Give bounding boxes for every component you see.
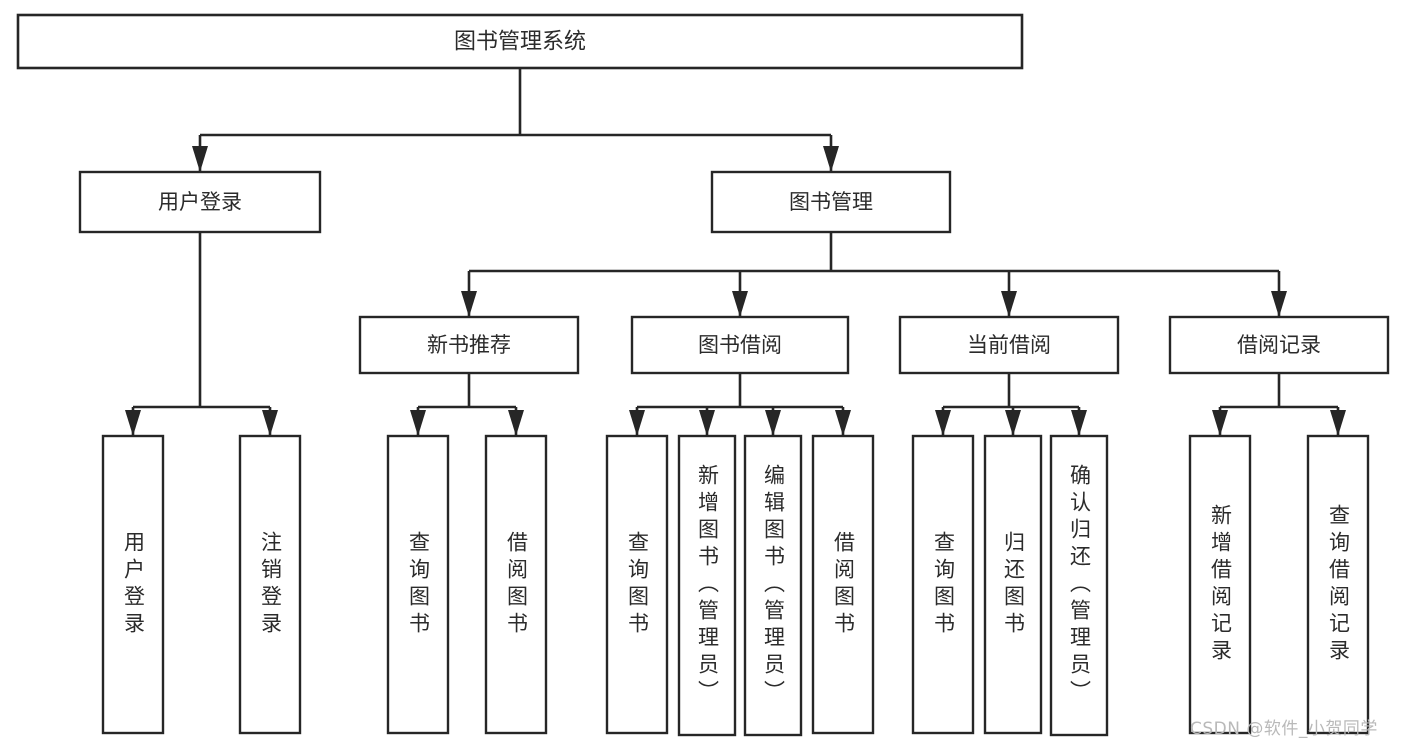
connector-arrowhead: [1071, 410, 1087, 436]
leaf-node-11-rect[interactable]: [1188, 434, 1252, 735]
root-node-rect[interactable]: [16, 13, 1024, 70]
level3-node-1-rect[interactable]: [630, 315, 850, 375]
level3-node-2[interactable]: 当前借阅: [898, 315, 1120, 375]
level3-node-2-rect[interactable]: [898, 315, 1120, 375]
leaf-node-7[interactable]: [811, 434, 875, 735]
connector-arrowhead: [823, 146, 839, 172]
connector-arrowhead: [262, 410, 278, 436]
leaf-node-0-rect[interactable]: [101, 434, 165, 735]
connector-arrowhead: [1271, 291, 1287, 317]
connector-arrowhead: [935, 410, 951, 436]
leaf-node-9[interactable]: [983, 434, 1043, 735]
leaf-node-11[interactable]: [1188, 434, 1252, 735]
leaf-node-12-rect[interactable]: [1306, 434, 1370, 735]
leaf-node-4-rect[interactable]: [605, 434, 669, 735]
connector-arrowhead: [410, 410, 426, 436]
leaf-node-9-rect[interactable]: [983, 434, 1043, 735]
connector-arrowhead: [508, 410, 524, 436]
level2-node-0-rect[interactable]: [78, 170, 322, 234]
leaf-node-10[interactable]: [1049, 434, 1109, 737]
leaf-node-5[interactable]: [677, 434, 737, 737]
level3-node-0-rect[interactable]: [358, 315, 580, 375]
root-node[interactable]: 图书管理系统: [16, 13, 1024, 70]
leaf-node-10-rect[interactable]: [1049, 434, 1109, 737]
level2-node-0[interactable]: 用户登录: [78, 170, 322, 234]
connector-arrowhead: [765, 410, 781, 436]
leaf-node-2-rect[interactable]: [386, 434, 450, 735]
root-node-label: 图书管理系统: [454, 30, 586, 55]
level3-node-label-3: 借阅记录: [1237, 333, 1321, 357]
level2-node-label-0: 用户登录: [158, 190, 242, 214]
leaf-node-1-rect[interactable]: [238, 434, 302, 735]
leaf-node-8-rect[interactable]: [911, 434, 975, 735]
leaf-node-4[interactable]: [605, 434, 669, 735]
leaf-node-3[interactable]: [484, 434, 548, 735]
connector-arrowhead: [629, 410, 645, 436]
leaf-node-12[interactable]: [1306, 434, 1370, 735]
connector-arrowhead: [125, 410, 141, 436]
level3-node-label-2: 当前借阅: [967, 333, 1051, 357]
leaf-node-3-rect[interactable]: [484, 434, 548, 735]
level3-node-3-rect[interactable]: [1168, 315, 1390, 375]
connector-arrowhead: [732, 291, 748, 317]
leaf-node-8[interactable]: [911, 434, 975, 735]
level3-node-label-0: 新书推荐: [427, 333, 511, 357]
level2-node-1[interactable]: 图书管理: [710, 170, 952, 234]
connector-arrowhead: [461, 291, 477, 317]
connector-arrowhead: [1212, 410, 1228, 436]
leaf-node-0[interactable]: [101, 434, 165, 735]
level3-node-label-1: 图书借阅: [698, 333, 782, 357]
connector-layer: [125, 68, 1346, 436]
connector-arrowhead: [1005, 410, 1021, 436]
level2-node-1-rect[interactable]: [710, 170, 952, 234]
level3-node-1[interactable]: 图书借阅: [630, 315, 850, 375]
level3-node-3[interactable]: 借阅记录: [1168, 315, 1390, 375]
leaf-node-1[interactable]: [238, 434, 302, 735]
leaf-node-5-rect[interactable]: [677, 434, 737, 737]
connector-arrowhead: [835, 410, 851, 436]
level2-node-label-1: 图书管理: [789, 190, 873, 214]
level3-node-0[interactable]: 新书推荐: [358, 315, 580, 375]
connector-arrowhead: [699, 410, 715, 436]
leaf-node-6[interactable]: [743, 434, 803, 737]
csdn-watermark: CSDN @软件_小贺同学: [1190, 719, 1378, 739]
connector-arrowhead: [1001, 291, 1017, 317]
leaf-node-7-rect[interactable]: [811, 434, 875, 735]
connector-arrowhead: [1330, 410, 1346, 436]
connector-arrowhead: [192, 146, 208, 172]
leaf-node-6-rect[interactable]: [743, 434, 803, 737]
leaf-node-2[interactable]: [386, 434, 450, 735]
